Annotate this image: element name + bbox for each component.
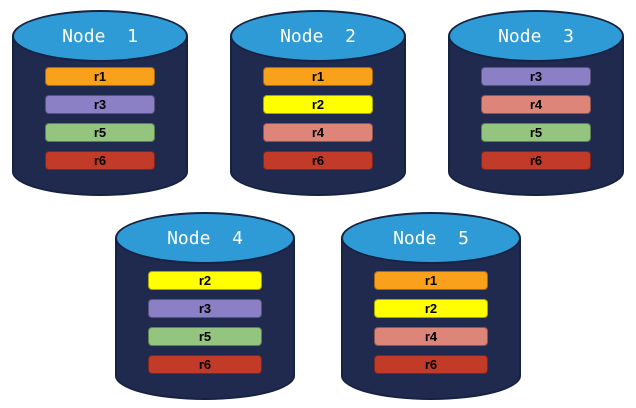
replica-bar-r6: r6: [148, 355, 262, 374]
replica-bar-r3: r3: [480, 67, 592, 86]
replica-bar-r6: r6: [262, 151, 374, 170]
node-label: Node 1: [62, 25, 138, 47]
replica-bar-r3: r3: [148, 299, 262, 318]
node-label: Node 5: [393, 227, 469, 249]
replica-bar-r3: r3: [44, 95, 156, 114]
replica-list: r1 r2 r4 r6: [341, 271, 521, 374]
replica-bar-r5: r5: [148, 327, 262, 346]
replica-bar-r4: r4: [374, 327, 488, 346]
replica-bar-r2: r2: [262, 95, 374, 114]
cylinder-top-ellipse: Node 4: [115, 212, 295, 264]
bottom-row: Node 4 r2 r3 r5 r6 Node 5 r1 r2 r4 r6: [0, 212, 636, 400]
replica-bar-r6: r6: [480, 151, 592, 170]
cylinder-top-ellipse: Node 3: [448, 10, 624, 62]
node-cylinder-5: Node 5 r1 r2 r4 r6: [341, 212, 521, 400]
replica-bar-r1: r1: [44, 67, 156, 86]
cylinder-top-ellipse: Node 5: [341, 212, 521, 264]
top-row: Node 1 r1 r3 r5 r6 Node 2 r1 r2 r4 r6 Node 3 r3 r4 r5…: [12, 10, 624, 196]
replica-list: r1 r2 r4 r6: [230, 67, 406, 170]
replica-bar-r5: r5: [44, 123, 156, 142]
node-label: Node 2: [280, 25, 356, 47]
replica-bar-r6: r6: [44, 151, 156, 170]
replica-bar-r6: r6: [374, 355, 488, 374]
replica-bar-r4: r4: [262, 123, 374, 142]
node-label: Node 3: [498, 25, 574, 47]
node-label: Node 4: [167, 227, 243, 249]
node-cylinder-1: Node 1 r1 r3 r5 r6: [12, 10, 188, 196]
replica-bar-r2: r2: [374, 299, 488, 318]
node-cylinder-3: Node 3 r3 r4 r5 r6: [448, 10, 624, 196]
node-cylinder-2: Node 2 r1 r2 r4 r6: [230, 10, 406, 196]
replica-bar-r5: r5: [480, 123, 592, 142]
replica-bar-r4: r4: [480, 95, 592, 114]
replica-bar-r2: r2: [148, 271, 262, 290]
cylinder-top-ellipse: Node 2: [230, 10, 406, 62]
replica-list: r1 r3 r5 r6: [12, 67, 188, 170]
replica-bar-r1: r1: [262, 67, 374, 86]
replica-bar-r1: r1: [374, 271, 488, 290]
replica-list: r3 r4 r5 r6: [448, 67, 624, 170]
replica-list: r2 r3 r5 r6: [115, 271, 295, 374]
node-cylinder-4: Node 4 r2 r3 r5 r6: [115, 212, 295, 400]
cylinder-top-ellipse: Node 1: [12, 10, 188, 62]
